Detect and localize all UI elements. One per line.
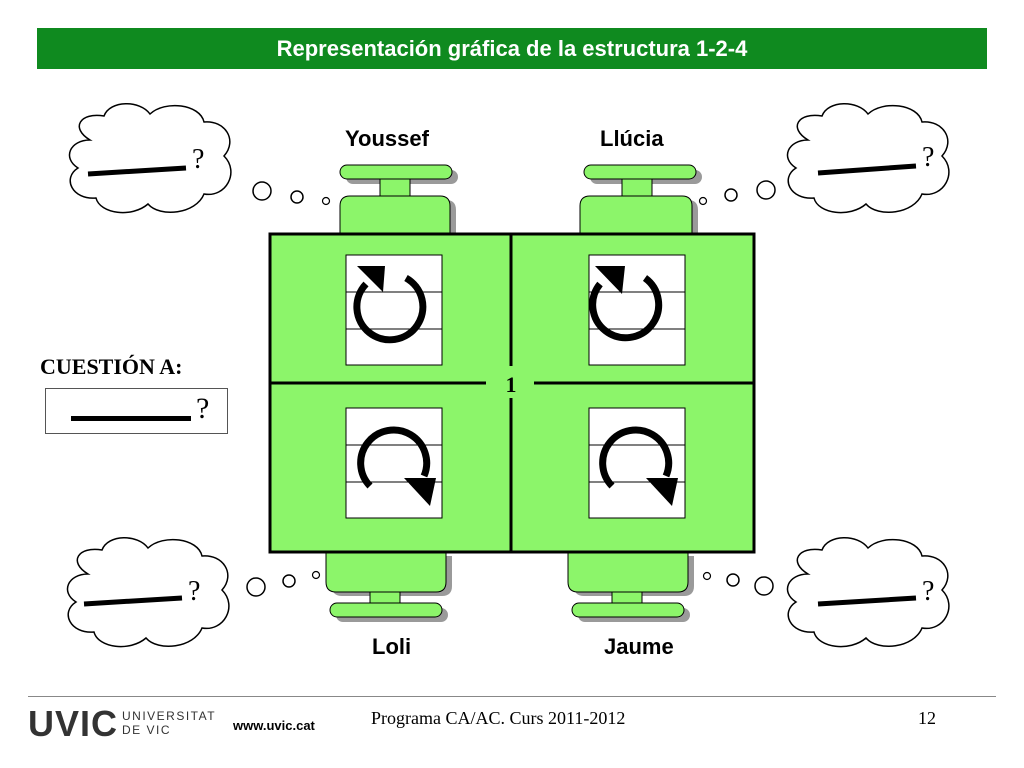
cloud-question-top-right: ? [922, 142, 935, 173]
answer-box: ? [45, 388, 228, 434]
cloud-question-top-left: ? [192, 144, 205, 175]
worksheet-bottom-left [345, 407, 443, 519]
answer-blank-line [71, 416, 191, 421]
worksheet-top-left [345, 254, 443, 366]
cloud-question-bottom-left: ? [188, 576, 201, 607]
chair-top-right [579, 164, 702, 242]
program-course: Programa CA/AC. Curs 2011-2012 [371, 708, 626, 728]
chair-bottom-right [567, 552, 694, 622]
worksheet-bottom-right [588, 407, 686, 519]
slide-title: Representación gráfica de la estructura … [37, 28, 987, 69]
logo-subtitle-universitat: UNIVERSITAT [122, 709, 217, 723]
cloud-question-bottom-right: ? [922, 576, 935, 607]
uvic-logo: UVIC [28, 703, 119, 744]
worksheet-top-right [588, 254, 686, 366]
person-name-jaume: Jaume [604, 634, 674, 659]
page-number: 12 [918, 708, 936, 728]
thought-cloud-top-left [68, 103, 331, 214]
question-label: CUESTIÓN A: [40, 354, 183, 379]
chair-top-left [339, 164, 458, 242]
chair-bottom-left [325, 552, 452, 622]
thought-cloud-bottom-right [702, 537, 950, 648]
logo-subtitle-de-vic: DE VIC [122, 723, 172, 737]
table-number: 1 [505, 372, 517, 397]
thought-cloud-bottom-left [66, 537, 321, 648]
answer-question-mark: ? [196, 392, 210, 425]
person-name-youssef: Youssef [345, 126, 429, 151]
thought-cloud-top-right [698, 103, 950, 214]
footer-divider [28, 696, 996, 697]
person-name-loli: Loli [372, 634, 412, 659]
person-name-llucia: Llúcia [600, 126, 664, 151]
website-link[interactable]: www.uvic.cat [233, 718, 315, 733]
